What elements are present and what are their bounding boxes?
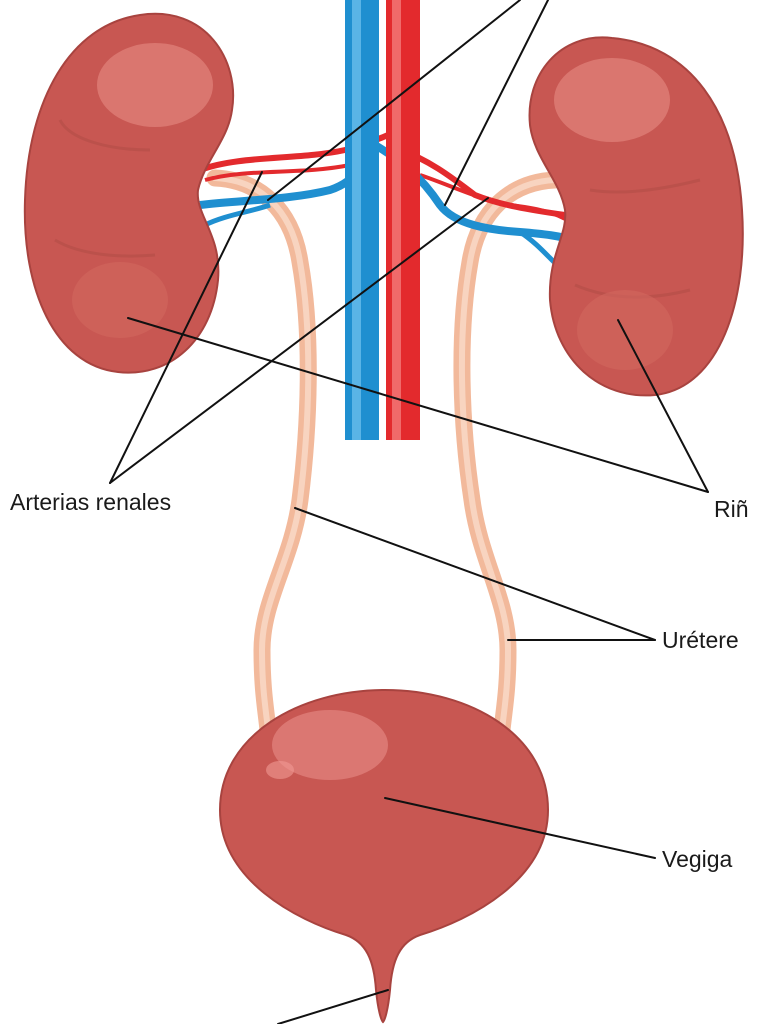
leader-uretra	[277, 989, 389, 1024]
leader-vegiga	[384, 797, 656, 859]
leader-arterias-1	[109, 171, 263, 484]
label-ureteres: Urétere	[662, 627, 739, 653]
leader-arterias-2	[109, 197, 489, 484]
label-vegiga: Vegiga	[662, 846, 733, 872]
right-ureter	[453, 171, 564, 739]
aorta	[386, 0, 420, 440]
leader-rinones-2	[617, 319, 709, 493]
vena-cava	[345, 0, 379, 440]
bladder	[218, 688, 550, 1024]
left-kidney	[23, 12, 235, 374]
label-arterias-renales: Arterias renales	[10, 489, 171, 515]
left-ureter	[206, 169, 317, 739]
leader-rinones-1	[127, 317, 709, 493]
label-rinones: Riñ	[714, 496, 749, 522]
leader-top-1	[267, 0, 521, 201]
leader-top-2	[444, 0, 549, 206]
right-kidney	[528, 36, 744, 397]
leader-ureteres-1	[294, 507, 656, 641]
leader-lines	[109, 0, 709, 1024]
